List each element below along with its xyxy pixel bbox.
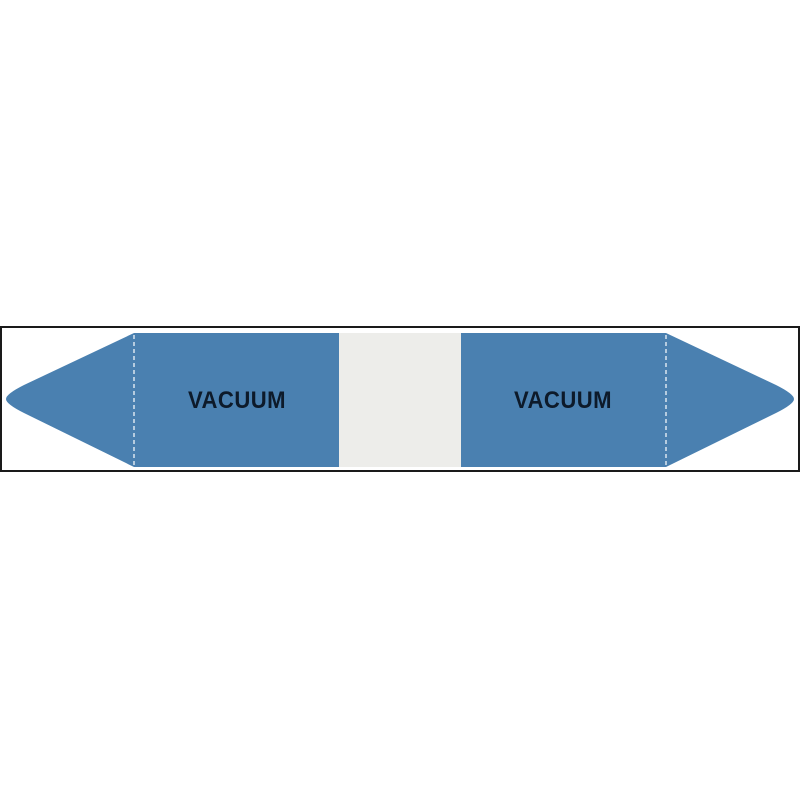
left-blue-band (134, 333, 339, 467)
right-blue-band (461, 333, 666, 467)
right-arrow-tip (666, 333, 794, 467)
center-band (339, 333, 461, 467)
left-label-text: VACUUM (187, 387, 287, 414)
right-label-text: VACUUM (513, 387, 613, 414)
left-arrow-tip (6, 333, 134, 467)
